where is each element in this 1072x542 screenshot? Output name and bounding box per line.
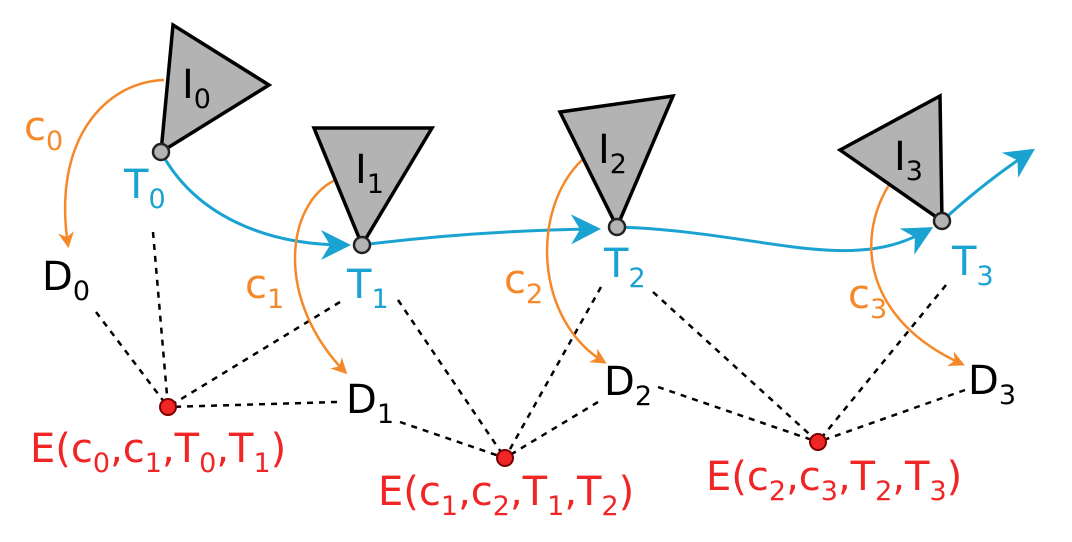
residual-line: [504, 400, 599, 460]
trajectory-segment: [361, 214, 601, 247]
pose-label: T1: [346, 262, 389, 315]
error-label: E(c0,c1,T0,T1): [30, 426, 286, 479]
residual-line: [652, 291, 819, 443]
image-label: I3: [894, 134, 923, 187]
depth-label: D3: [968, 358, 1016, 411]
camera-center: [932, 211, 952, 231]
correction-label: c2: [504, 257, 543, 310]
correction-arrow: [58, 78, 165, 249]
correction-arrows: [58, 78, 965, 375]
error-label: E(c1,c2,T1,T2): [378, 469, 634, 522]
camera-frustum: [158, 22, 273, 156]
error-node: [159, 398, 177, 416]
correction-arrow: [293, 178, 348, 375]
error-labels: E(c0,c1,T0,T1) E(c1,c2,T1,T2) E(c2,c3,T2…: [30, 426, 962, 522]
trajectory-segment: [159, 151, 351, 260]
camera-center: [352, 235, 372, 255]
trajectory-segment: [616, 225, 934, 255]
error-node: [809, 433, 827, 451]
residual-line: [657, 385, 819, 444]
correction-label: c0: [24, 104, 63, 157]
residual-line: [151, 231, 170, 408]
camera-2: [557, 93, 676, 237]
camera-0: [151, 22, 273, 162]
residual-line: [399, 420, 506, 460]
depth-label: D1: [346, 377, 394, 430]
camera-frustum: [311, 126, 436, 249]
pose-label: T3: [951, 239, 994, 292]
camera-3: [836, 93, 952, 231]
trajectory-segment: [940, 148, 1036, 223]
residual-line: [95, 311, 169, 408]
correction-label: c1: [245, 262, 284, 315]
camera-frustum: [557, 93, 676, 232]
error-node: [496, 449, 514, 467]
residual-line: [167, 300, 341, 409]
pose-label: T2: [603, 241, 646, 294]
pose-label: T0: [123, 162, 166, 215]
correction-label: c3: [848, 272, 887, 325]
residual-line: [817, 388, 966, 444]
error-nodes: [159, 398, 827, 467]
trajectory: [159, 148, 1036, 260]
image-label: I2: [598, 127, 627, 180]
camera-1: [311, 126, 436, 255]
image-label: I1: [355, 147, 384, 200]
camera-center: [607, 217, 627, 237]
image-labels: I0 I1 I2 I3: [182, 62, 923, 200]
camera-center: [151, 142, 171, 162]
pose-labels: T0 T1 T2 T3: [123, 162, 994, 315]
error-label: E(c2,c3,T2,T3): [706, 454, 962, 507]
residual-line: [503, 286, 603, 459]
correction-arrow: [870, 184, 965, 366]
depth-label: D2: [604, 359, 652, 412]
depth-label: D0: [42, 254, 90, 307]
depth-labels: D0 D1 D2 D3: [42, 254, 1016, 430]
camera-frustum: [836, 93, 944, 225]
correction-arrow: [545, 159, 607, 364]
residual-line: [167, 400, 338, 409]
residual-connections: [95, 231, 966, 460]
correction-labels: c0 c1 c2 c3: [24, 104, 887, 325]
residual-line: [396, 299, 507, 459]
image-label: I0: [182, 62, 211, 115]
residual-line: [817, 284, 947, 443]
